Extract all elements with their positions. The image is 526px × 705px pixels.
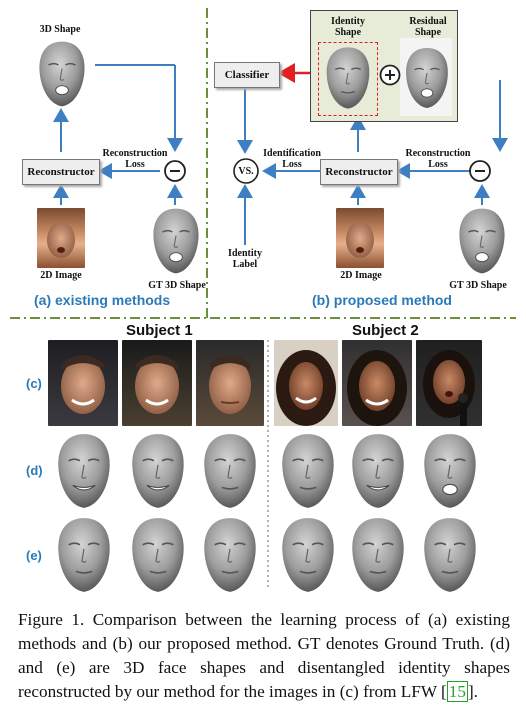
row-label-e: (e) <box>26 548 42 563</box>
reconstruction-loss-label-b: Reconstruction Loss <box>405 148 471 170</box>
input-image-2d-a <box>37 208 85 268</box>
caption-text: Figure 1. Comparison between the learnin… <box>18 610 510 701</box>
plus-circle <box>379 64 401 86</box>
photo-subject1-a <box>48 340 118 426</box>
shape-e-subject1-a <box>57 517 111 593</box>
reconstructor-box-b: Reconstructor <box>320 159 398 185</box>
citation-link[interactable]: 15 <box>446 681 468 702</box>
photo-subject1-c <box>196 340 264 426</box>
vs-circle <box>233 158 259 184</box>
residual-shape-label: Residual Shape <box>409 16 447 38</box>
identity-shape-region <box>318 42 378 116</box>
shape-e-subject2-b <box>351 517 405 593</box>
photo-subject1-b <box>122 340 192 426</box>
gt-3d-shape-a <box>152 207 200 275</box>
photo-subject2-b <box>342 340 412 426</box>
gt-shape-label-a: GT 3D Shape <box>148 280 206 291</box>
classifier-box: Classifier <box>214 62 280 88</box>
shape-e-subject2-a <box>281 517 335 593</box>
subject-divider <box>267 340 269 590</box>
reconstructor-box-a: Reconstructor <box>22 159 100 185</box>
shape-d-subject2-c <box>423 433 477 509</box>
shape-d-subject1-c <box>203 433 257 509</box>
shape-e-subject2-c <box>423 517 477 593</box>
minus-circle-a <box>164 160 186 182</box>
shape-e-subject1-b <box>131 517 185 593</box>
shape-d-subject1-a <box>57 433 111 509</box>
shape-3d-label: 3D Shape <box>39 24 81 35</box>
identity-label: Identity Label <box>228 248 262 270</box>
shape-e-subject1-c <box>203 517 257 593</box>
gt-3d-shape-b <box>458 207 506 275</box>
minus-circle-b <box>469 160 491 182</box>
photo-subject2-a <box>274 340 338 426</box>
identity-shape-face <box>325 46 371 110</box>
input-image-2d-b <box>336 208 384 268</box>
panel-a-caption: (a) existing methods <box>34 292 171 308</box>
reconstruction-loss-label-a: Reconstruction Loss <box>102 148 168 170</box>
row-label-c: (c) <box>26 376 42 391</box>
shape-d-subject1-b <box>131 433 185 509</box>
photo-subject2-c <box>416 340 482 426</box>
row-label-d: (d) <box>26 463 43 478</box>
residual-shape-face <box>405 47 449 109</box>
identification-loss-label: Identification Loss <box>263 148 321 170</box>
panel-b-caption: (b) proposed method <box>312 292 452 308</box>
vs-label: VS. <box>238 166 254 177</box>
shape-d-subject2-b <box>351 433 405 509</box>
shape-d-subject2-a <box>281 433 335 509</box>
face-shape-3d <box>38 40 86 108</box>
subject-1-label: Subject 1 <box>126 322 193 339</box>
image-2d-label-a: 2D Image <box>40 270 82 281</box>
identity-shape-label: Identity Shape <box>331 16 365 38</box>
figure-caption: Figure 1. Comparison between the learnin… <box>18 608 510 704</box>
caption-end: ]. <box>467 682 478 701</box>
gt-shape-label-b: GT 3D Shape <box>449 280 507 291</box>
subject-2-label: Subject 2 <box>352 322 419 339</box>
image-2d-label-b: 2D Image <box>340 270 382 281</box>
